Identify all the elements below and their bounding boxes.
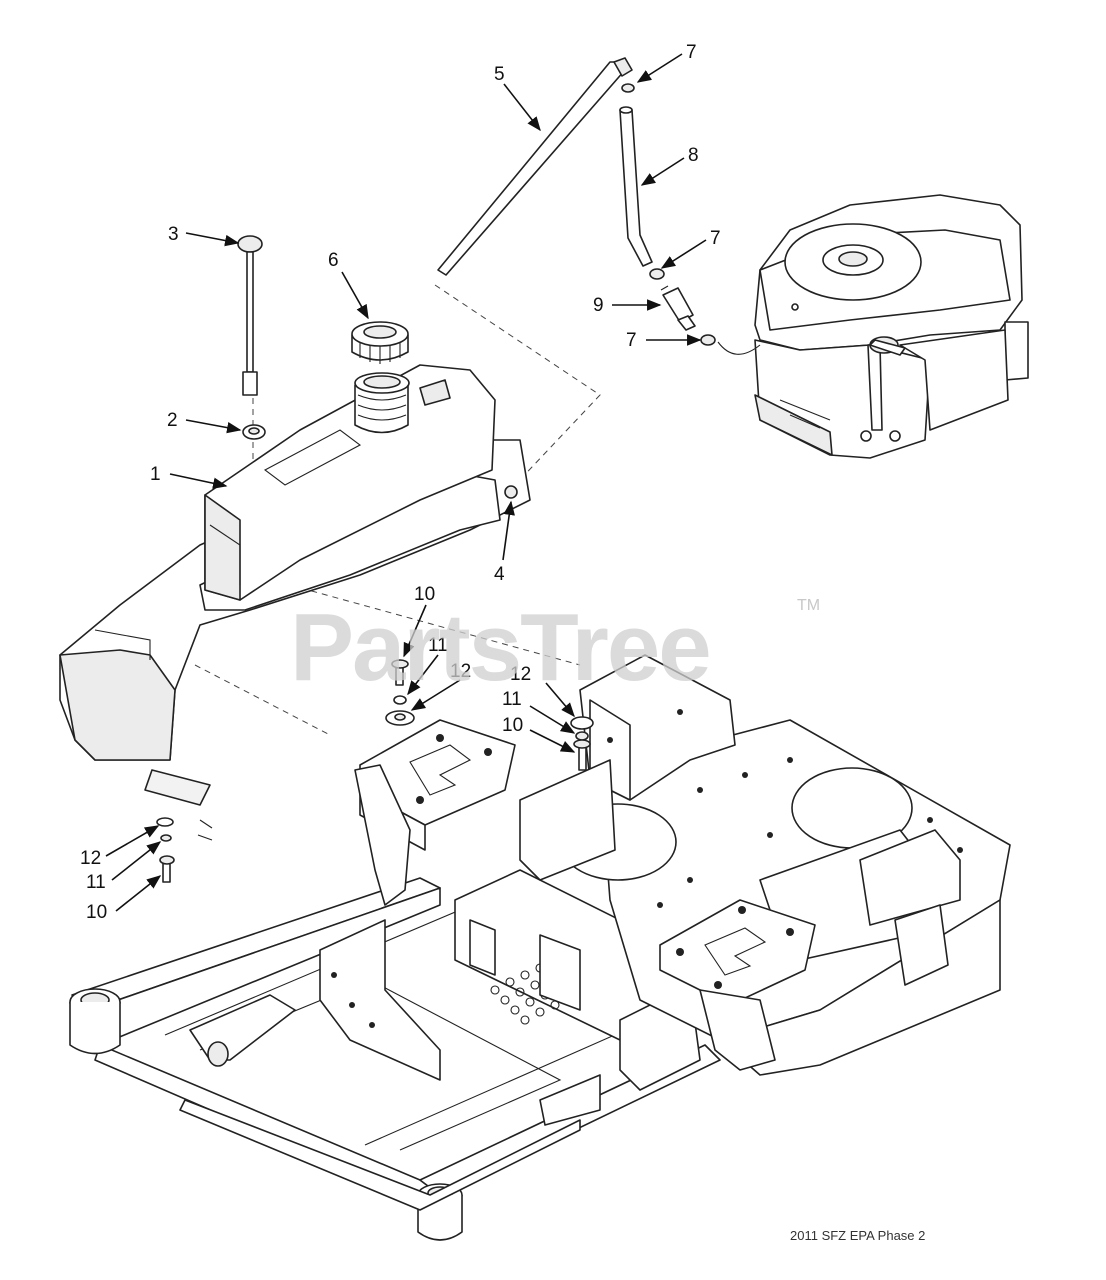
hardware-front-mount [144,769,213,883]
watermark-trademark: TM [797,597,820,614]
callout-labels: 1 2 3 4 5 6 7 7 7 8 9 10 11 12 12 11 10 … [80,42,721,923]
callout-12-front-mount: 12 [80,848,101,869]
callout-1: 1 [150,464,161,485]
fuel-hose [619,106,653,267]
callout-7-bottom: 7 [626,330,637,351]
watermark: PartsTree TM [290,594,820,701]
callout-6: 6 [328,250,339,271]
nut [504,485,518,499]
fuel-filter [660,285,696,331]
mower-frame [69,654,1011,1241]
callout-12-left-mount: 12 [450,661,471,682]
diagram-footer: 2011 SFZ EPA Phase 2 [790,1228,925,1243]
engine [717,194,1029,459]
callout-3: 3 [168,224,179,245]
hose-clamps [621,83,716,346]
callout-10-left-mount: 10 [414,584,435,605]
callout-9: 9 [593,295,604,316]
callout-12-right-mount: 12 [510,664,531,685]
fuel-tank-assembly [59,364,531,761]
callout-4: 4 [494,564,505,585]
fuel-cap [351,321,409,364]
callout-11-front-mount: 11 [86,872,106,893]
watermark-text: PartsTree [290,594,710,701]
fuel-gauge [237,235,263,396]
callout-5: 5 [494,64,505,85]
callout-11-right-mount: 11 [502,689,522,710]
callout-7-middle: 7 [710,228,721,249]
callout-11-left-mount: 11 [428,635,448,656]
callout-leaders [105,53,707,912]
callout-10-front-mount: 10 [86,902,107,923]
vent-hose [437,57,633,276]
callout-8: 8 [688,145,699,166]
callout-10-right-mount: 10 [502,715,523,736]
grommet [242,424,266,440]
callout-7-top: 7 [686,42,697,63]
callout-2: 2 [167,410,178,431]
hardware-left-mount [385,659,415,726]
